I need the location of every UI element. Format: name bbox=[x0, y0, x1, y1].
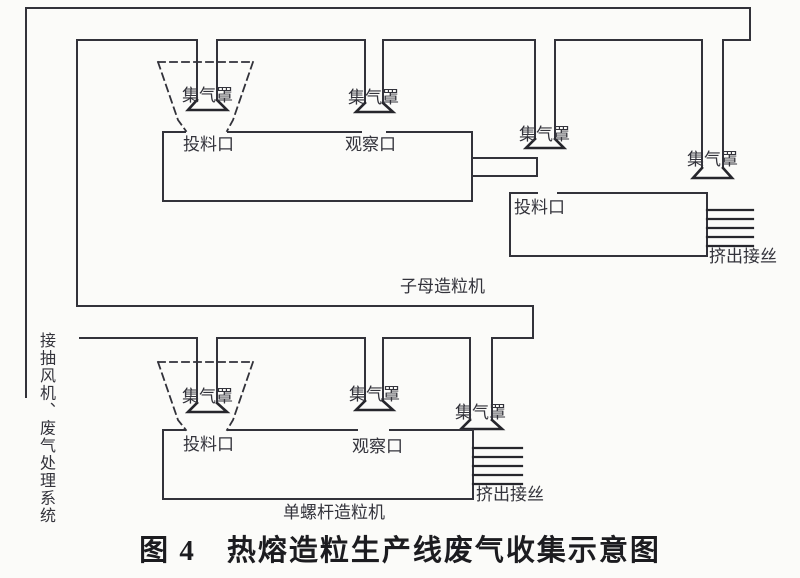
extrusion-lines-top bbox=[705, 208, 755, 248]
funnel-bottom-dashed bbox=[156, 360, 255, 432]
hood-drop-2 bbox=[364, 39, 384, 104]
hood-drop-3 bbox=[534, 39, 556, 140]
gas-hoods bbox=[184, 98, 735, 431]
extrusion-label-2: 挤出接丝 bbox=[476, 485, 544, 504]
exhaust-system-label: 接抽风机、废气处理系统 bbox=[37, 332, 54, 525]
hood-drop-6 bbox=[364, 337, 384, 402]
machine2-outline bbox=[509, 192, 708, 257]
bottom-trunk-duct bbox=[76, 305, 534, 421]
hood-shape-2 bbox=[352, 101, 397, 114]
funnel-top-dashed bbox=[156, 60, 255, 133]
machine-name-top: 子母造粒机 bbox=[400, 277, 485, 296]
hood-shape-3 bbox=[522, 137, 568, 150]
hood-label-7: 集气罩 bbox=[455, 403, 506, 422]
machine1-outline bbox=[162, 131, 473, 202]
machine3-outline bbox=[162, 429, 474, 500]
hood-label-5: 集气罩 bbox=[182, 387, 233, 406]
machine-outlines bbox=[162, 131, 708, 500]
hood-label-6: 集气罩 bbox=[349, 385, 400, 404]
machine1-extension bbox=[471, 157, 538, 177]
machine-name-bottom: 单螺杆造粒机 bbox=[283, 503, 385, 522]
hood-drop-1 bbox=[196, 39, 218, 101]
hood-label-3: 集气罩 bbox=[519, 125, 570, 144]
feed-port-label-2: 投料口 bbox=[514, 198, 565, 217]
feed-port-label-3: 投料口 bbox=[183, 435, 234, 454]
extrusion-strands bbox=[471, 208, 755, 486]
hood-shape-5 bbox=[184, 401, 231, 414]
extrusion-lines-bottom bbox=[471, 446, 524, 486]
hood-shape-6 bbox=[352, 399, 397, 412]
hood-label-4: 集气罩 bbox=[687, 150, 738, 169]
figure-caption: 图 4 热熔造粒生产线废气收集示意图 bbox=[139, 535, 661, 567]
hood-shape-1 bbox=[185, 98, 231, 112]
feed-port-label-1: 投料口 bbox=[183, 135, 234, 154]
hood-label-1: 集气罩 bbox=[182, 86, 233, 105]
hood-shape-4 bbox=[690, 166, 735, 180]
hood-shape-7 bbox=[457, 418, 506, 431]
observation-port-label-1: 观察口 bbox=[345, 135, 396, 154]
top-trunk-duct bbox=[25, 7, 751, 398]
hood-drop-5 bbox=[196, 337, 218, 404]
hood-label-2: 集气罩 bbox=[348, 88, 399, 107]
observation-port-label-2: 观察口 bbox=[352, 437, 403, 456]
bottom-trunk-top-wall bbox=[76, 305, 534, 421]
main-duct-outer-wall bbox=[25, 7, 751, 398]
extrusion-label-1: 挤出接丝 bbox=[709, 247, 777, 266]
feed-funnels bbox=[156, 60, 255, 432]
